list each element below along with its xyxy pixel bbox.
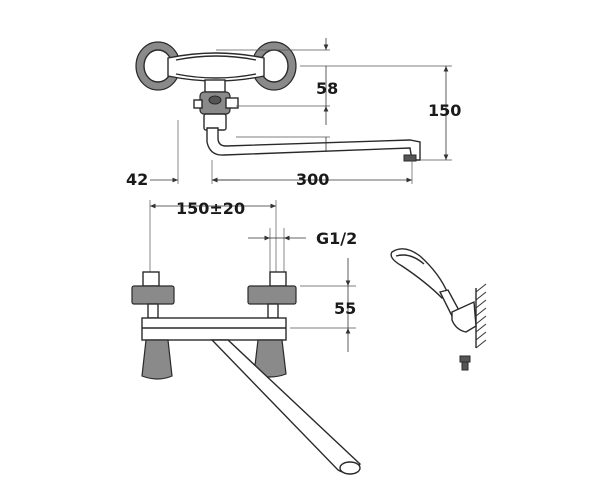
top-view: 58 150 42 300 bbox=[126, 38, 461, 189]
left-handle bbox=[141, 339, 173, 380]
mixer-body-front bbox=[141, 317, 287, 341]
right-inlet bbox=[247, 271, 297, 319]
front-view: 150±20 G1/2 bbox=[131, 199, 361, 475]
spout-front bbox=[210, 339, 361, 474]
dim-300-label: 300 bbox=[296, 170, 329, 189]
wall-holder bbox=[451, 300, 477, 333]
shower-head bbox=[390, 248, 449, 299]
dim-centers-label: 150±20 bbox=[176, 199, 245, 218]
wall-hatch bbox=[475, 283, 487, 349]
dim-150-label: 150 bbox=[428, 101, 461, 120]
left-inlet bbox=[131, 271, 175, 319]
right-rosette bbox=[251, 41, 297, 91]
screw-icon bbox=[459, 355, 471, 371]
dim-58-label: 58 bbox=[316, 79, 338, 98]
dim-42-label: 42 bbox=[126, 170, 148, 189]
dim-thread-label: G1/2 bbox=[316, 229, 357, 248]
mixer-body-top bbox=[167, 52, 265, 82]
spout-nut-top bbox=[193, 79, 239, 131]
hand-shower-detail bbox=[390, 248, 487, 371]
spout-top bbox=[206, 127, 421, 161]
dim-55-label: 55 bbox=[334, 299, 356, 318]
